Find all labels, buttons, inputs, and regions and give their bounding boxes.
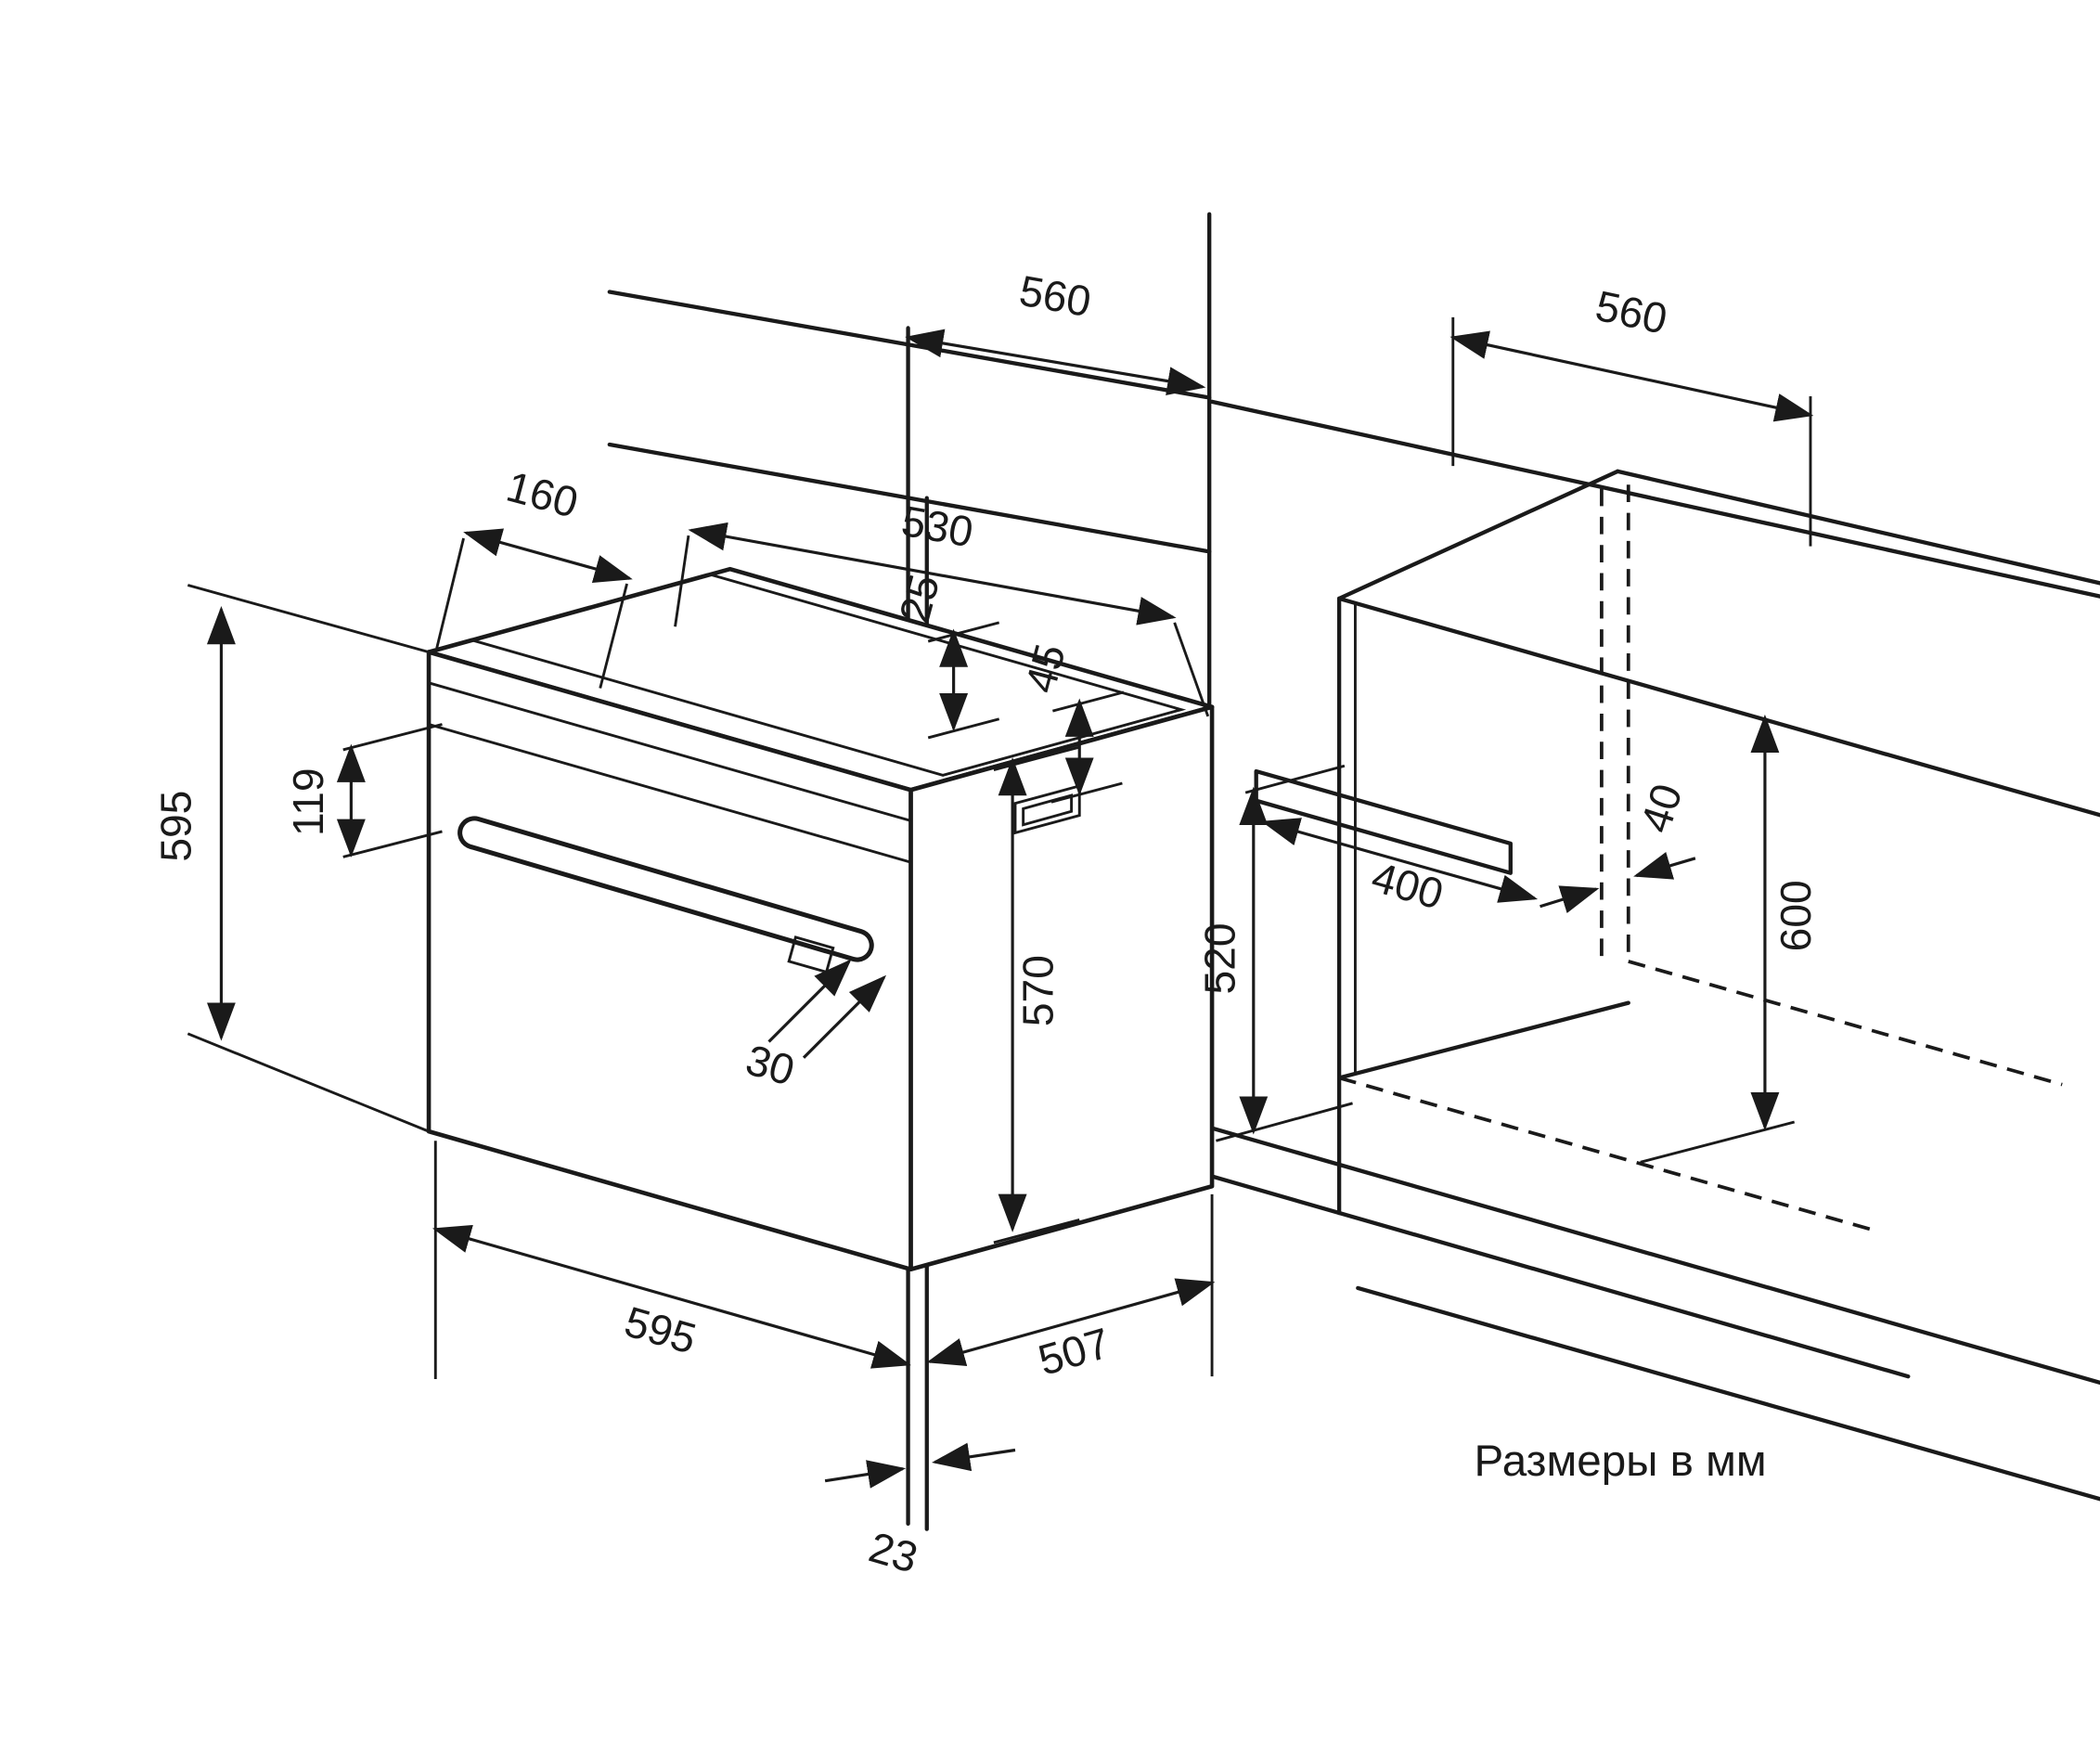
dim-niche-depth-left: 560 (905, 266, 1206, 395)
dimension-line (463, 528, 633, 584)
dim-niche-inner-height: 520 (1196, 764, 1353, 1142)
extension-line (435, 537, 465, 649)
arrow-line (1633, 852, 1696, 880)
height-extension-top (187, 584, 430, 654)
dim-label-vent-offset: 45 (1015, 639, 1075, 698)
base-cabinet-lower-edge (1207, 1173, 1911, 1379)
countertop-front-edge (1336, 596, 2100, 818)
oven-top-inset-panel (466, 573, 1187, 777)
base-cabinet-bottom-edge (1207, 1125, 2100, 1386)
dimension-line (688, 522, 1177, 626)
dimension-line (432, 1224, 911, 1369)
dim-label-body-height: 570 (1013, 955, 1062, 1026)
dim-panel-height: 119 (284, 723, 443, 858)
niche-top-side-edge (1336, 469, 1620, 601)
dim-label-control-strip: 160 (502, 462, 584, 527)
control-panel-line (427, 681, 912, 822)
dimension-line (1449, 330, 1814, 422)
dim-vent-offset: 45 (1015, 639, 1125, 804)
toe-kick-edge (1356, 1285, 2100, 1502)
right-wall-top-edge (1209, 399, 2100, 599)
dim-label-niche-depth-right: 560 (1591, 281, 1671, 343)
dimension-annotations: 560 560 160 530 25 (151, 266, 1820, 1582)
extension-line (674, 535, 690, 627)
door-handle-bar (462, 820, 870, 958)
height-extension-bottom (187, 1032, 430, 1133)
leader-line (802, 974, 887, 1059)
dim-body-top-depth: 530 (674, 497, 1210, 717)
dim-label-niche-inner-height: 520 (1196, 922, 1244, 994)
dim-label-oven-height: 595 (151, 791, 200, 862)
dimension-line (905, 329, 1206, 395)
arrow-line (824, 1460, 907, 1489)
dim-label-panel-height: 119 (284, 767, 332, 836)
dim-top-clearance: 25 (890, 570, 1000, 740)
oven-drawing (426, 566, 1215, 1272)
niche-floor-side-edge (1336, 1000, 1630, 1080)
arrow-line (1540, 885, 1600, 913)
niche-floor-front-hidden-edge (1338, 1076, 1875, 1232)
extension-line (1216, 1102, 1353, 1142)
countertop-back-edge (1616, 469, 2100, 586)
door-top-line (427, 723, 912, 864)
dim-front-overhang: 23 (824, 1442, 1016, 1582)
dim-label-top-clearance: 25 (890, 570, 949, 628)
dimension-line (1261, 818, 1539, 903)
extension-line (1640, 1120, 1796, 1164)
dim-niche-depth-right: 560 (1449, 281, 1814, 547)
arrow-line (932, 1442, 1016, 1472)
dim-body-depth: 507 (926, 1193, 1216, 1385)
dim-oven-height: 595 (151, 606, 236, 1041)
dim-body-height: 570 (993, 745, 1080, 1245)
dim-label-body-top-depth: 530 (898, 497, 977, 557)
extension-line (1173, 622, 1210, 717)
dim-label-niche-depth-left: 560 (1016, 266, 1095, 327)
units-note: Размеры в мм (1475, 1437, 1767, 1486)
dim-label-oven-width: 595 (620, 1297, 702, 1363)
extension-line (599, 583, 628, 689)
extension-line (1244, 764, 1346, 794)
dimension-line (926, 1278, 1216, 1366)
dim-label-rear-gap: 40 (1630, 778, 1691, 838)
dim-rear-gap: 40 (1540, 778, 1696, 913)
dim-label-front-overhang: 23 (864, 1523, 923, 1582)
dim-label-vent-cutout: 400 (1367, 853, 1449, 919)
dim-label-niche-height: 600 (1771, 880, 1820, 951)
dim-niche-height: 600 (1640, 714, 1820, 1164)
leader-line (767, 959, 852, 1043)
niche-floor-back-hidden-edge (1628, 960, 2063, 1087)
extension-line (993, 1218, 1080, 1245)
